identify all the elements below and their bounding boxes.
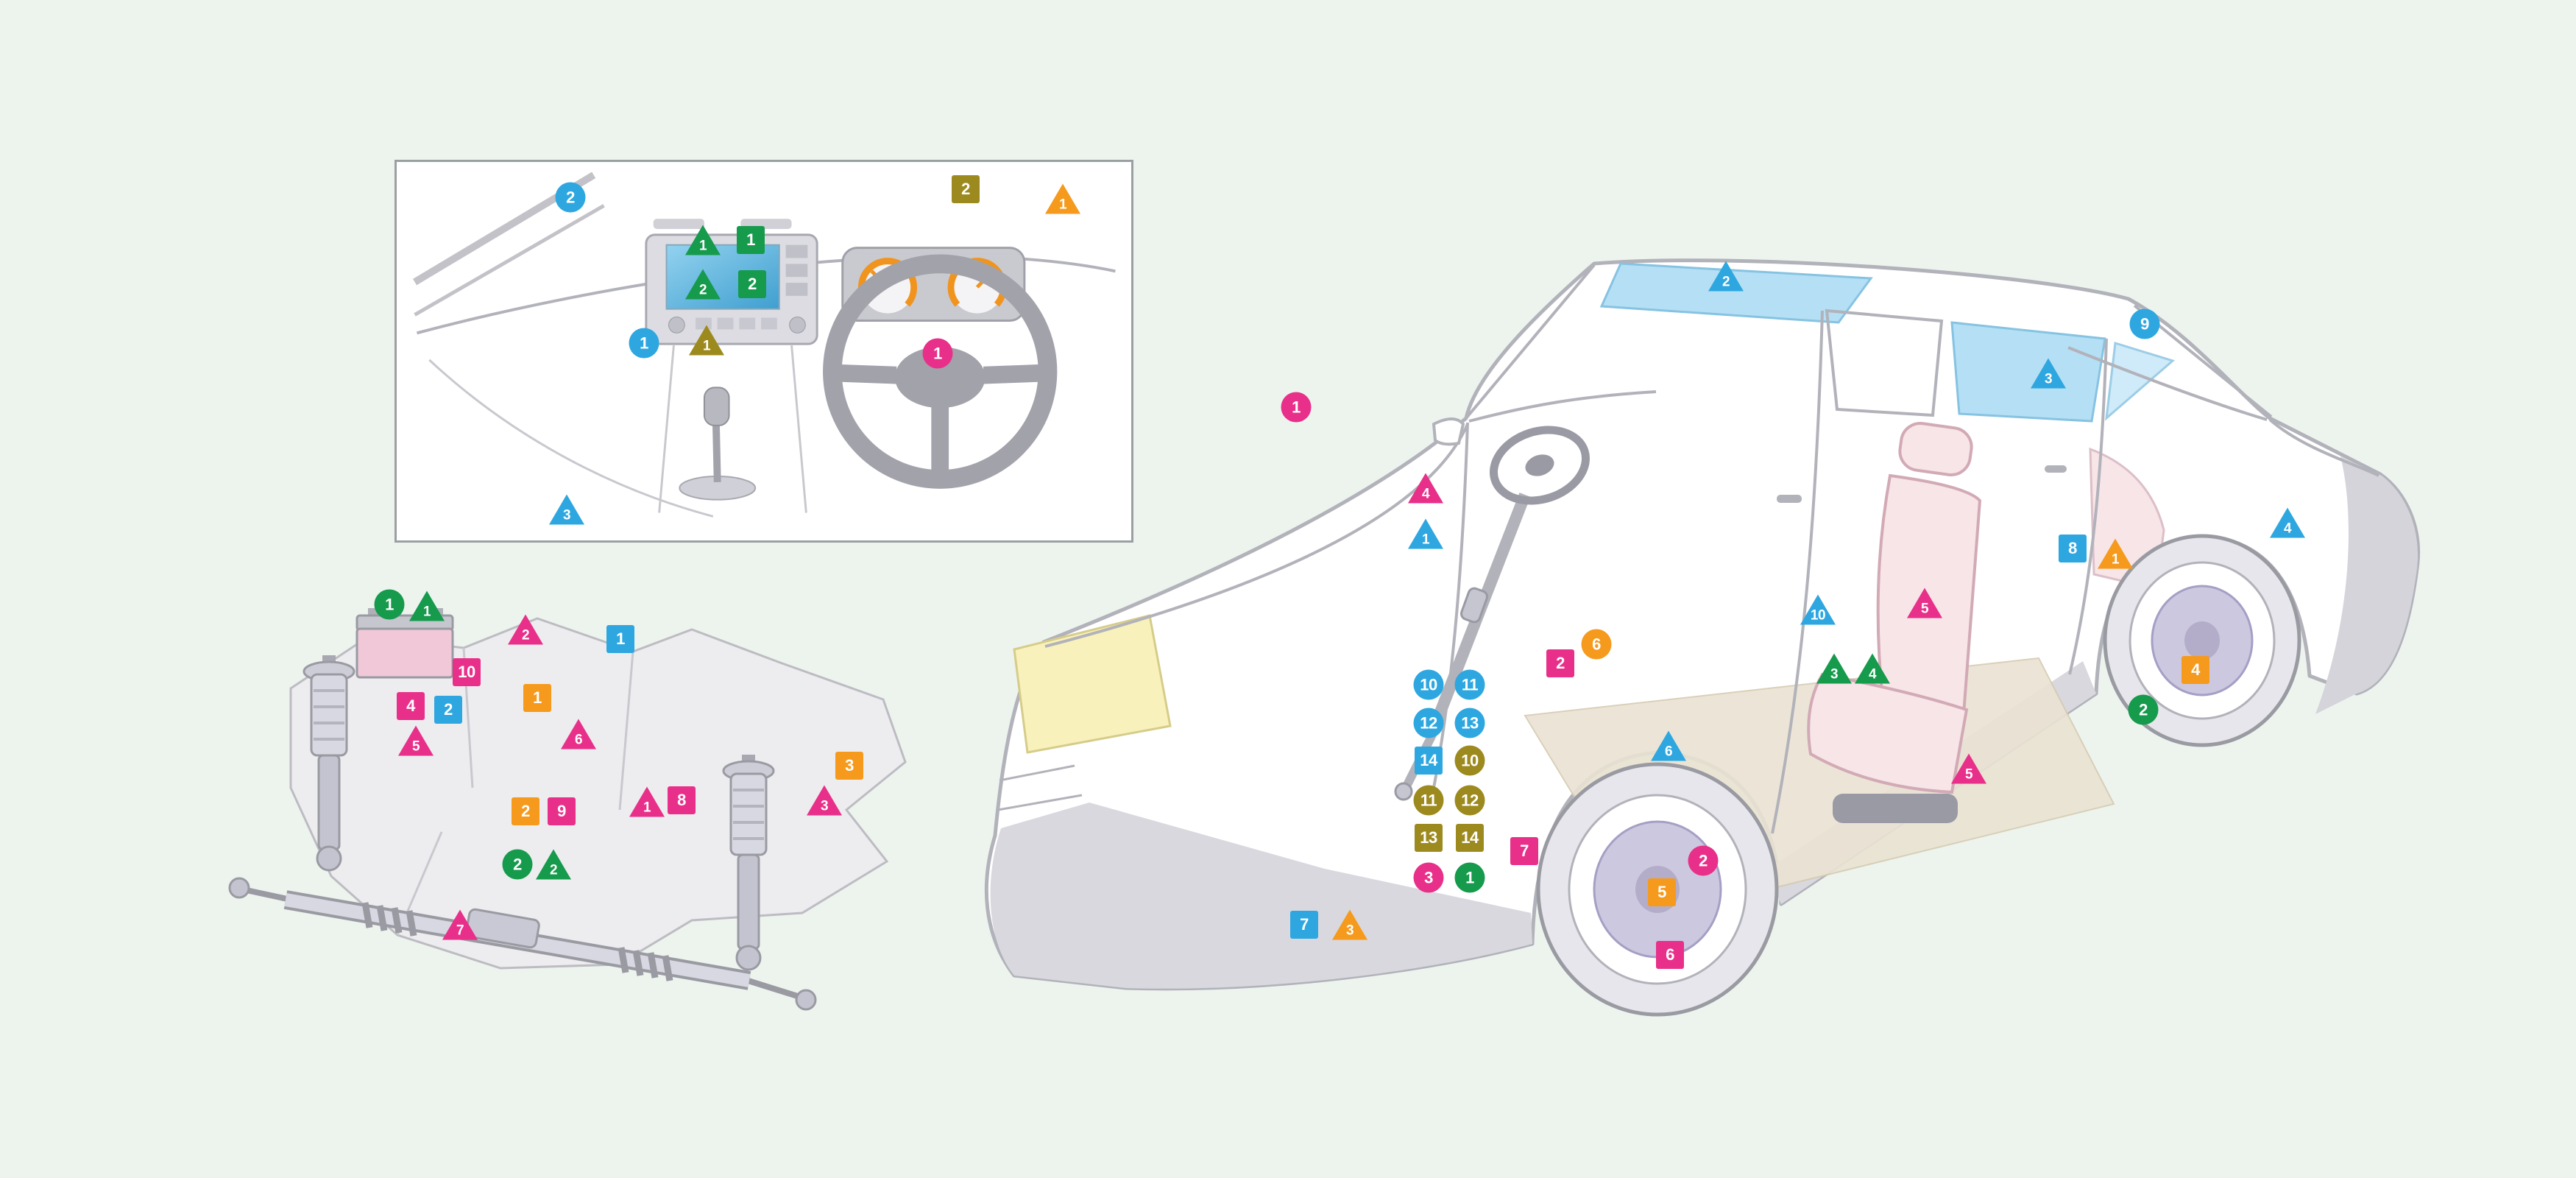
front-bumper: [990, 803, 1532, 989]
front-wheel: [1536, 762, 1779, 1017]
headlight: [1013, 614, 1172, 754]
front-door-handle: [1777, 495, 1802, 503]
engine-assembly-illustration: [228, 608, 907, 1011]
steering-wheel: [823, 254, 1058, 489]
left-shock-absorber: [302, 655, 355, 872]
dashboard-vents: [653, 219, 792, 229]
gear-shifter: [679, 387, 757, 501]
rear-wheel: [2103, 534, 2301, 747]
rear-door-handle: [2045, 465, 2067, 473]
car-cutaway-illustration: [984, 258, 2420, 1017]
steering-rack: [228, 877, 817, 1011]
right-shock-absorber: [722, 755, 775, 971]
grille-lines: [997, 764, 1083, 811]
interior-steering-wheel: [1489, 426, 1590, 505]
front-seat: [1807, 421, 1982, 823]
navigation-screen: [665, 244, 780, 310]
front-door-glass-outline: [1825, 308, 1944, 417]
quarter-glass: [2105, 342, 2176, 421]
battery: [355, 608, 454, 679]
sunroof-glass: [1599, 262, 1873, 324]
rear-door-glass: [1950, 321, 2106, 423]
body-panel-lines: [1044, 264, 2379, 834]
side-mirror: [1432, 417, 1465, 446]
center-console-stack: [645, 233, 818, 345]
rear-bumper: [2315, 456, 2418, 714]
